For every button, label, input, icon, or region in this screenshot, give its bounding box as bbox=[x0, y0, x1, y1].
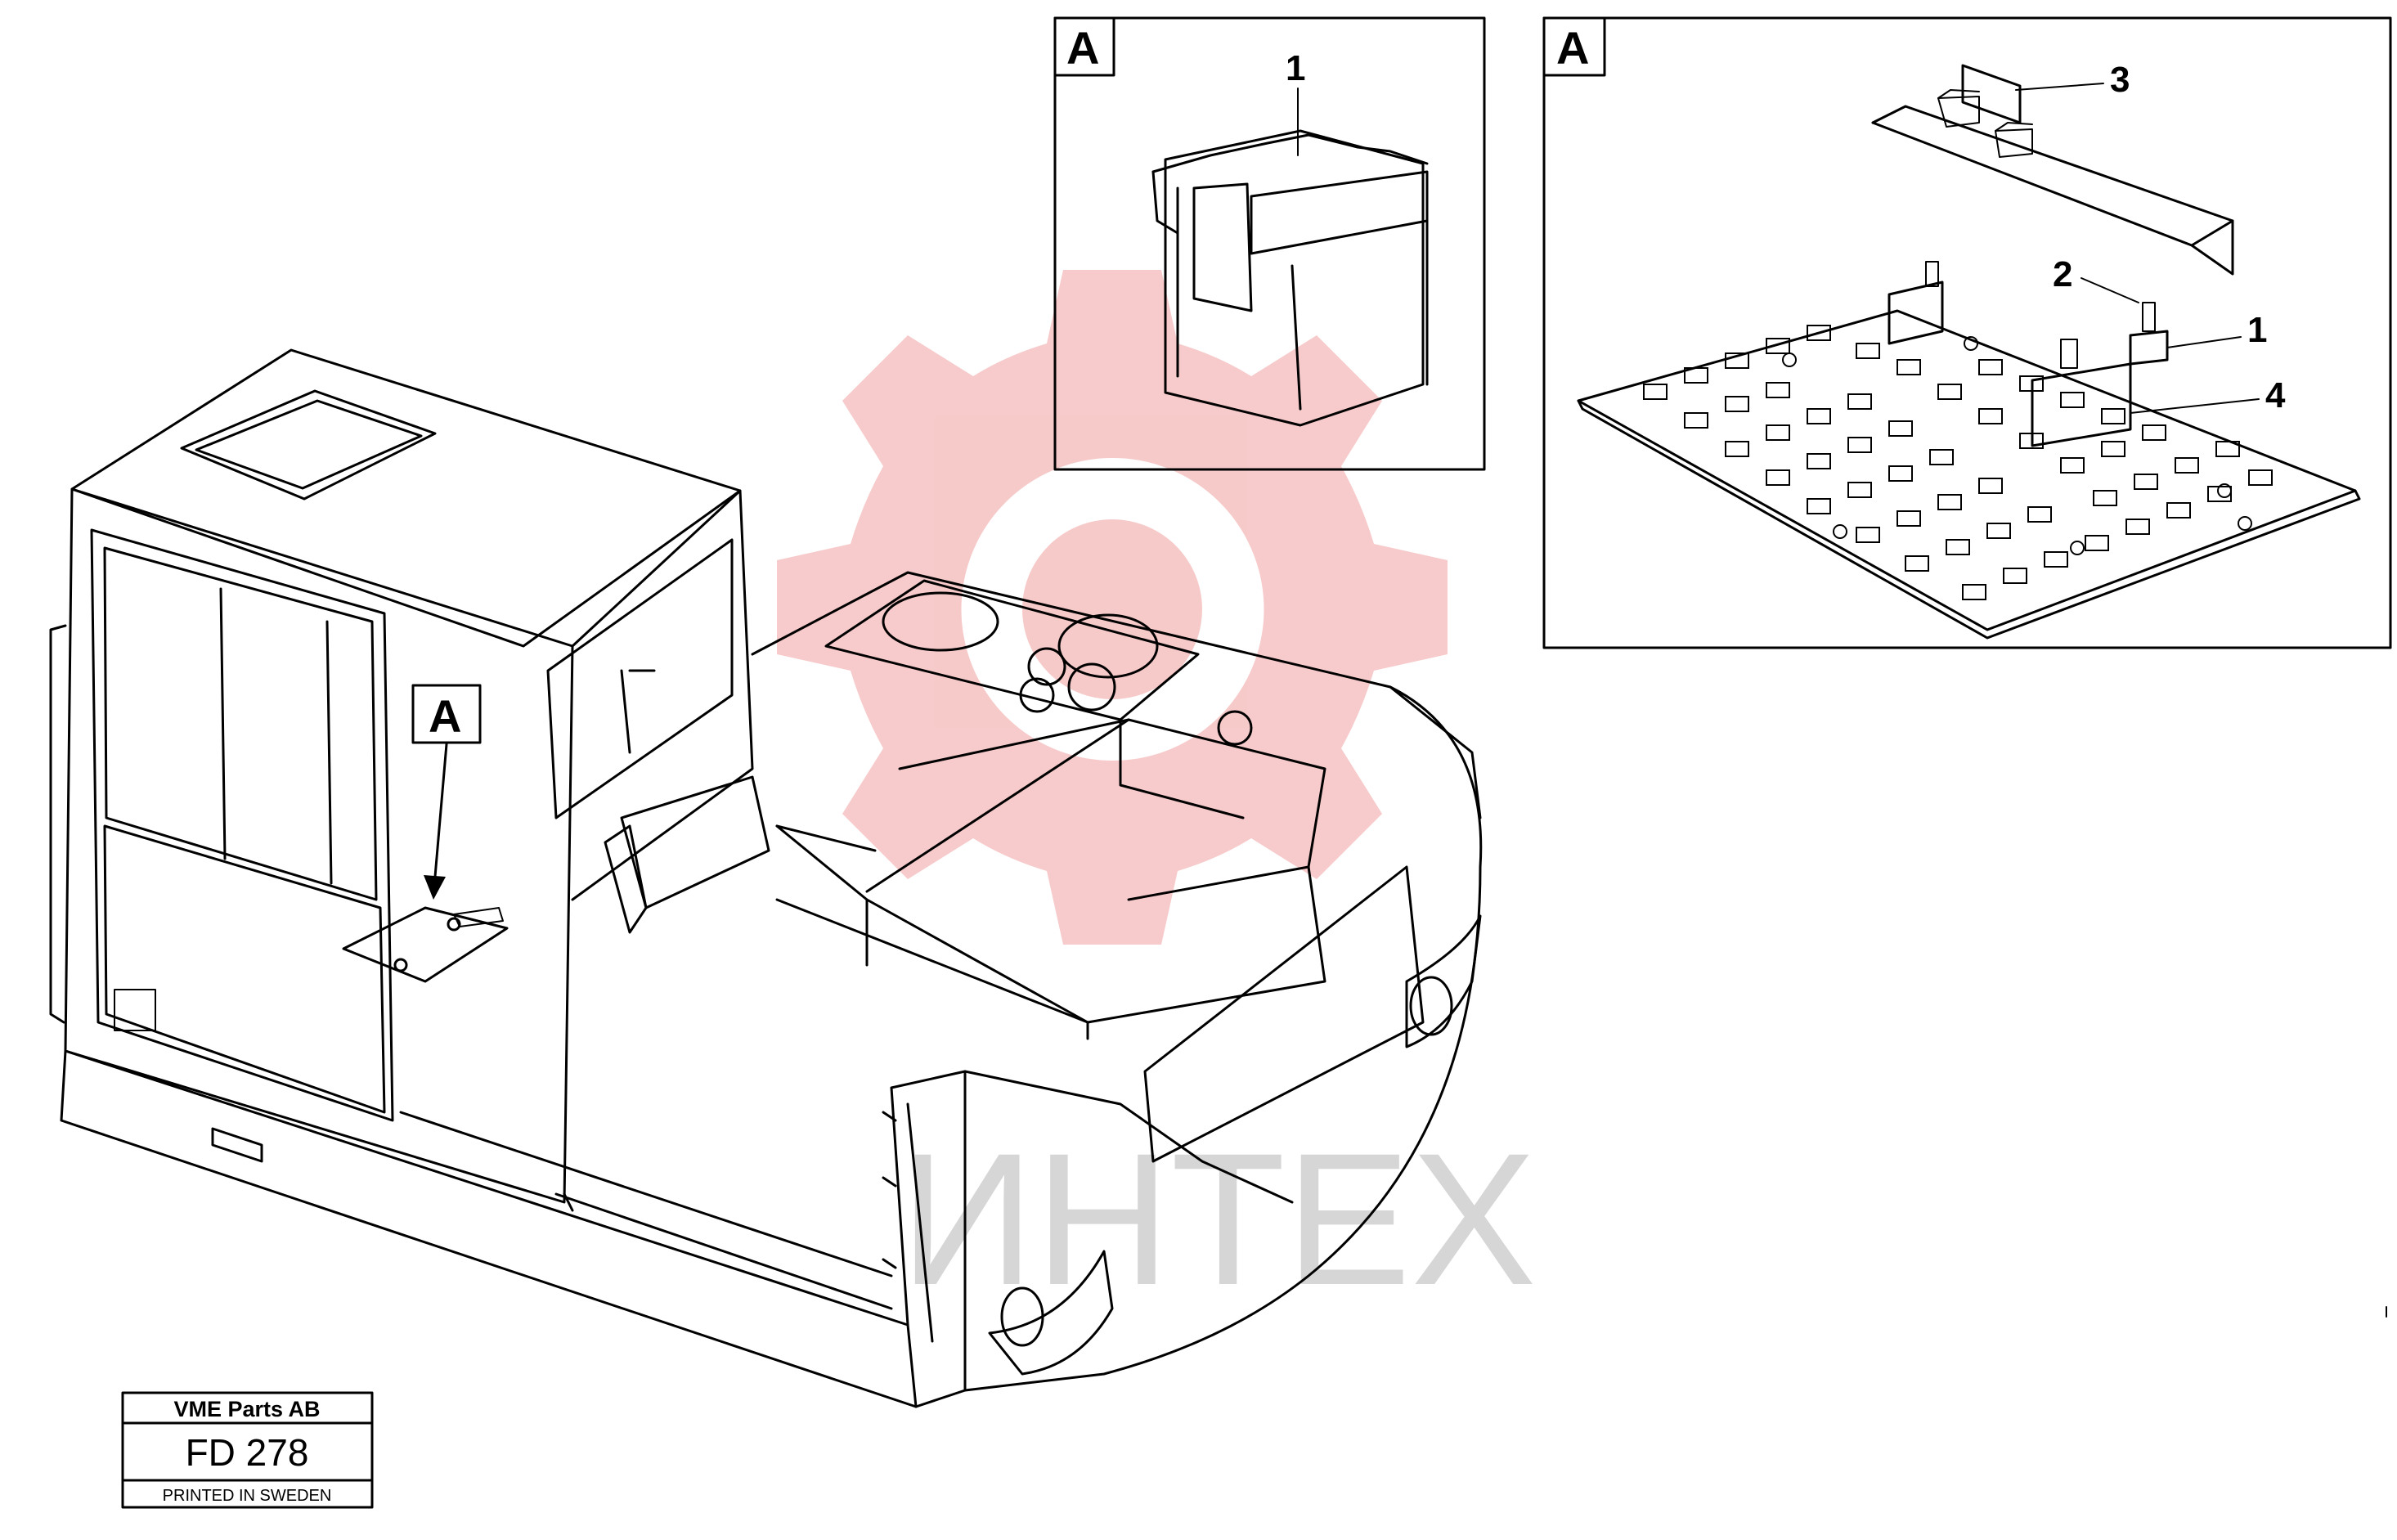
detail-right-callout-2: 2 bbox=[2053, 254, 2072, 294]
detail-right-label-box bbox=[1542, 16, 1606, 77]
main-callout-arrow bbox=[424, 875, 446, 900]
title-code: FD 278 bbox=[186, 1431, 309, 1474]
detail-right-frame bbox=[1542, 16, 2392, 649]
spare-tray bbox=[1871, 64, 2234, 276]
watermark-text: ИНТЕХ bbox=[900, 1114, 1537, 1324]
detail-left-callout-1: 1 bbox=[1286, 48, 1305, 88]
title-block bbox=[121, 1391, 374, 1509]
detail-left-label-box bbox=[1053, 16, 1115, 77]
detail-left-frame bbox=[1053, 16, 1486, 471]
excavator-body bbox=[49, 348, 1483, 1408]
detail-right-callout-1: 1 bbox=[2247, 310, 2267, 350]
main-callout-label: A bbox=[429, 690, 461, 742]
detail-right-callout-3: 3 bbox=[2110, 60, 2130, 100]
detail-left-label: A bbox=[1066, 22, 1099, 74]
detail-right-callout-4: 4 bbox=[2265, 375, 2286, 415]
main-callout-box bbox=[411, 684, 482, 744]
detail-right-label: A bbox=[1556, 22, 1589, 74]
title-company: VME Parts AB bbox=[173, 1397, 320, 1421]
circuit-board bbox=[1577, 261, 2361, 640]
title-printed: PRINTED IN SWEDEN bbox=[163, 1487, 332, 1505]
watermark-logo bbox=[777, 270, 1448, 945]
relay-part bbox=[1151, 129, 1429, 427]
